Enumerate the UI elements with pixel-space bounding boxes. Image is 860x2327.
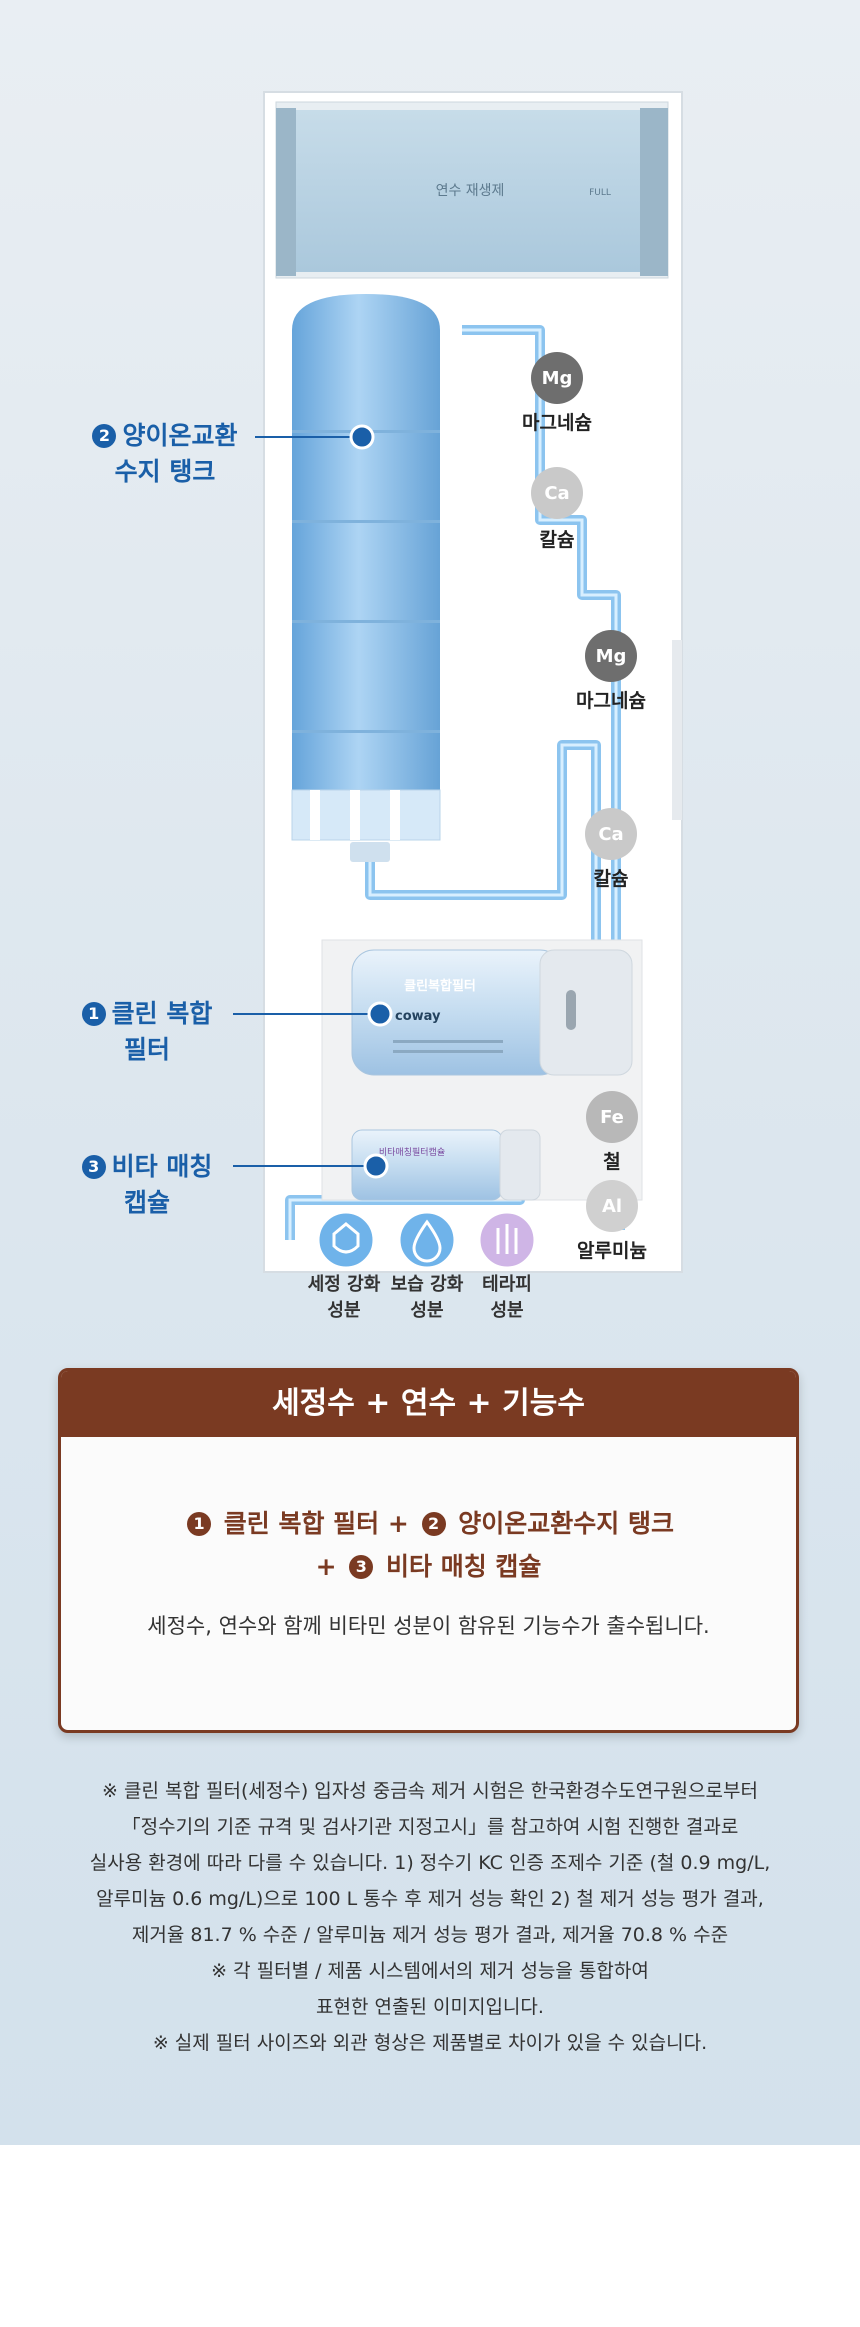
mineral-label-al: 알루미늄 [577,1240,647,1262]
ingredient-line2: 성분 [327,1300,361,1321]
ingredient-line2: 성분 [410,1300,444,1321]
top-panel [292,110,652,272]
footnote-line: ※ 각 필터별 / 제품 시스템에서의 제거 성능을 통합하여 [211,1960,649,1982]
card-number: 2 [421,1512,446,1536]
mineral-ca-1 [531,467,583,519]
mineral-fe-symbol: Fe [600,1107,624,1128]
mineral-ca-1-symbol: Ca [544,483,569,504]
footnotes: ※ 클린 복합 필터(세정수) 입자성 중금속 제거 시험은 한국환경수도연구원… [0,1773,860,2061]
footnote-line: 「정수기의 기준 규격 및 검사기관 지정고시」를 참고하여 시험 진행한 결과… [121,1816,739,1838]
mineral-label-ca-1: 칼슘 [539,529,575,551]
card-combo-line1: 1 클린 복합 필터 + 2 양이온교환수지 탱크 [61,1504,796,1544]
footnote-line: 제거율 81.7 % 수준 / 알루미늄 제거 성능 평가 결과, 제거율 70… [131,1924,729,1946]
cation-exchange-tank [291,294,441,862]
filter-system-diagram: 연수 재생제 FULL [233,91,683,1273]
mineral-circles: Mg Ca Mg Ca Fe Al [531,352,638,1232]
callout-line1: 클린 복합 [111,999,213,1028]
ingredient-line1: 세정 강화 [307,1274,381,1295]
ingredient-label-therapy: 테라피 성분 [482,1272,532,1324]
filter-name: 클린복합필터 [404,978,476,994]
ingredient-line2: 성분 [490,1300,524,1321]
callout-line2: 캡슐 [123,1188,170,1217]
card-number: 1 [187,1512,212,1536]
callout-lines [233,436,380,1167]
card-text: 양이온교환수지 탱크 [458,1509,674,1538]
mineral-mg-1-symbol: Mg [542,368,573,389]
card-combo-line2: + 3 비타 매칭 캡슐 [61,1544,796,1590]
clean-composite-filter: 클린복합필터 coway [351,949,633,1076]
top-panel-side-left [276,108,296,276]
mineral-fe [586,1091,638,1143]
footnote-line: 알루미늄 0.6 mg/L)으로 100 L 통수 후 제거 성능 확인 2) … [96,1888,764,1910]
mineral-ca-2 [585,808,637,860]
filter-brand: coway [395,1009,441,1024]
card-text: 클린 복합 필터 + [223,1509,409,1538]
card-title: 세정수 + 연수 + 기능수 [61,1371,796,1437]
mineral-mg-2 [585,630,637,682]
moisture-icon [397,1210,457,1270]
ingredient-line1: 테라피 [482,1274,532,1295]
card-number: 3 [349,1555,374,1579]
callout-line1: 양이온교환 [122,421,238,450]
info-card: 세정수 + 연수 + 기능수 1 클린 복합 필터 + 2 양이온교환수지 탱크… [58,1368,799,1733]
mineral-mg-1 [531,352,583,404]
footnote-line: 표현한 연출된 이미지입니다. [316,1996,544,2018]
mineral-label-ca-2: 칼슘 [593,868,629,890]
callout-number: 1 [81,1002,106,1026]
ingredient-line1: 보습 강화 [390,1274,464,1295]
ingredient-icons [316,1210,537,1270]
callout-line2: 수지 탱크 [114,457,216,486]
callout-line2: 필터 [123,1035,170,1064]
mineral-mg-2-symbol: Mg [596,646,627,667]
footnote-line: ※ 실제 필터 사이즈와 외관 형상은 제품별로 차이가 있을 수 있습니다. [152,2032,708,2054]
callout-dots [349,424,393,1179]
mineral-label-mg-1: 마그네슘 [522,412,592,434]
card-description: 세정수, 연수와 함께 비타민 성분이 함유된 기능수가 출수됩니다. [147,1614,710,1638]
card-text: + [315,1552,337,1581]
mineral-label-mg-2: 마그네슘 [576,690,646,712]
top-panel-tag: FULL [589,188,611,198]
ingredient-label-cleansing: 세정 강화 성분 [308,1272,381,1324]
cleansing-icon [316,1210,376,1270]
top-panel-label: 연수 재생제 [436,183,505,199]
cabinet-side [672,640,682,820]
mineral-ca-2-symbol: Ca [598,824,623,845]
stage: 연수 재생제 FULL [0,0,860,2145]
footnote-line: 실사용 환경에 따라 다를 수 있습니다. 1) 정수기 KC 인증 조제수 기… [89,1852,771,1874]
ingredient-label-moisture: 보습 강화 성분 [391,1272,464,1324]
callout-number: 2 [92,424,117,448]
capsule-name: 비타매칭필터캡슐 [379,1146,445,1158]
footnote-line: ※ 클린 복합 필터(세정수) 입자성 중금속 제거 시험은 한국환경수도연구원… [102,1780,758,1802]
mineral-al-symbol: Al [602,1196,622,1217]
top-panel-side-right [640,108,668,276]
callout-line1: 비타 매칭 [111,1152,213,1181]
callout-number: 3 [81,1155,106,1179]
mineral-label-fe: 철 [603,1151,621,1173]
mineral-al [586,1180,638,1232]
vita-matching-capsule: 비타매칭필터캡슐 [351,1129,541,1201]
card-text: 비타 매칭 캡슐 [385,1552,542,1581]
